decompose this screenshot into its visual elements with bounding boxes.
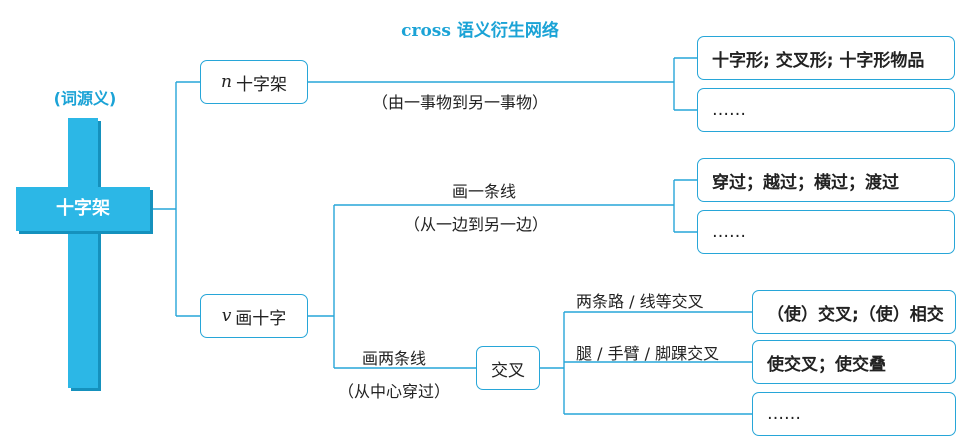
center-node-label: 十字架 (56, 198, 110, 219)
noun-branch-label: （由一事物到另一事物） (372, 93, 549, 112)
intersect-leaf-1: （使）交叉;（使）相交 (752, 290, 956, 334)
intersect-node: 交叉 (476, 346, 540, 390)
intersect-label-2: 腿 / 手臂 / 脚踝交叉 (576, 344, 720, 363)
cross-vertical-bar (68, 118, 98, 388)
noun-leaf-2: …… (697, 88, 955, 132)
line-one-sublabel: （从一边到另一边） (404, 215, 549, 234)
intersect-leaf-3: …… (752, 392, 956, 436)
intersect-label-1: 两条路 / 线等交叉 (576, 292, 704, 311)
intersect-leaf-2: 使交叉；使交叠 (752, 340, 956, 384)
line-two-sublabel: （从中心穿过） (338, 382, 451, 401)
etymology-label: (词源义) (53, 89, 117, 108)
line-one-label: 画一条线 (452, 182, 517, 201)
cross-horizontal-bar (16, 187, 150, 231)
line-two-label: 画两条线 (362, 349, 427, 368)
noun-leaf-1: 十字形; 交叉形; 十字形物品 (697, 36, 955, 80)
line-one-leaf-1: 穿过；越过；横过；渡过 (697, 158, 955, 202)
line-one-leaf-2: …… (697, 210, 955, 254)
diagram-title: cross 语义衍生网络 (401, 21, 559, 41)
